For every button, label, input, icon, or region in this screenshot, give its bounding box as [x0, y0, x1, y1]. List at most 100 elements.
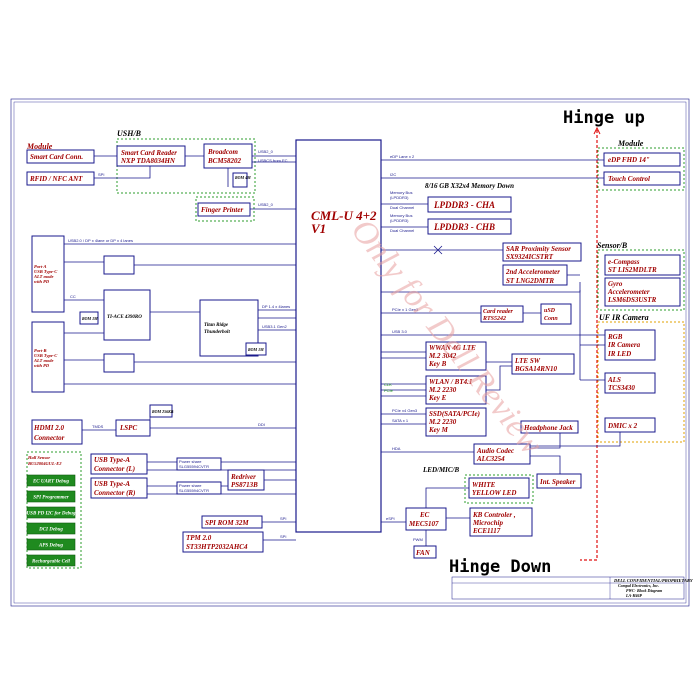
audio-codec: Audio Codec [476, 447, 514, 455]
svg-text:CLK: CLK [384, 382, 392, 387]
int-speaker: Int. Speaker [539, 478, 576, 486]
svg-text:(LPDDR3): (LPDDR3) [390, 218, 409, 223]
ssd-m2: SSD(SATA/PCIe) [429, 410, 480, 418]
debug-button-label: EC UART Debug [32, 480, 70, 485]
smart-card-conn: Smart Card Conn. [30, 153, 83, 161]
svg-text:M.2 2230: M.2 2230 [428, 386, 457, 394]
rgb-ir-camera: RGB [607, 333, 623, 341]
svg-text:Key B: Key B [428, 360, 447, 368]
svg-text:eDP Lane x 2: eDP Lane x 2 [390, 154, 415, 159]
svg-text:USB Type-C: USB Type-C [34, 269, 58, 274]
svg-text:PCIe: PCIe [384, 388, 394, 393]
usb-type-a-left: USB Type-A [94, 456, 130, 464]
group-module-left: Module [26, 142, 53, 151]
debug-button [26, 522, 76, 535]
type-c-port-a: Port-A [34, 264, 47, 269]
debug-button [26, 474, 76, 487]
svg-text:Dual Channel: Dual Channel [390, 205, 414, 210]
svg-text:eSPI: eSPI [386, 516, 395, 521]
smart-card-reader: Smart Card Reader [121, 149, 177, 157]
svg-text:LSM6DS3USTR: LSM6DS3USTR [607, 296, 657, 304]
svg-text:PS8713B: PS8713B [231, 481, 258, 489]
finger-printer: Finger Printer [201, 206, 243, 214]
broadcom-block: Broadcom [207, 148, 239, 156]
als-sensor: ALS [607, 376, 621, 384]
svg-text:Key M: Key M [428, 426, 449, 434]
svg-text:SPI: SPI [280, 516, 286, 521]
svg-text:TCS3430: TCS3430 [608, 384, 635, 392]
svg-text:USB2_0: USB2_0 [258, 149, 274, 154]
svg-text:IR LED: IR LED [607, 350, 631, 358]
svg-text:SX9324ICSTRT: SX9324ICSTRT [506, 253, 554, 261]
svg-text:DP 1.4 x 4lanes: DP 1.4 x 4lanes [262, 304, 290, 309]
svg-text:PCIe x4 Gen3: PCIe x4 Gen3 [392, 408, 418, 413]
edp-fhd-block: eDP FHD 14" [608, 156, 650, 164]
ti-ace-pd: TI-ACE 4390RO [107, 315, 142, 320]
svg-text:Microchip: Microchip [472, 519, 503, 527]
tpm: TPM 2.0 [186, 534, 212, 542]
lte-switch: LTE SW [514, 357, 541, 365]
svg-text:SATA x 1: SATA x 1 [392, 418, 409, 423]
svg-text:SLG55594CVTR: SLG55594CVTR [179, 464, 209, 469]
spi-rom: SPI ROM 32M [205, 519, 249, 527]
outer-frame [10, 98, 690, 607]
svg-text:PCIe x 1 Gen3: PCIe x 1 Gen3 [392, 307, 419, 312]
group-memory: 8/16 GB X32x4 Memory Down [425, 182, 514, 190]
hinge-down-title: Hinge Down [449, 557, 551, 577]
svg-text:Connector (R): Connector (R) [94, 489, 135, 497]
cpu-block [295, 139, 382, 533]
hinge-arrow-icon [593, 126, 601, 135]
svg-text:USBCS from EC: USBCS from EC [258, 158, 288, 163]
svg-text:(LPDDR3): (LPDDR3) [390, 195, 409, 200]
svg-text:ECE1117: ECE1117 [472, 527, 501, 535]
lspc: LSPC [119, 424, 137, 432]
type-c-port-b: Port-B [34, 348, 47, 353]
debug-button [26, 554, 76, 567]
hinge-up-title: Hinge up [563, 108, 645, 128]
svg-text:ST LNG2DMTR: ST LNG2DMTR [506, 277, 554, 285]
svg-text:YELLOW LED: YELLOW LED [472, 489, 516, 497]
title-block [451, 576, 685, 600]
group-sensor: Sensor/B [597, 241, 628, 250]
svg-text:ST33HTP2032AHC4: ST33HTP2032AHC4 [186, 543, 248, 551]
ec-chip: EC [419, 511, 430, 519]
svg-text:USB Type-C: USB Type-C [34, 353, 58, 358]
accelerometer-2nd: 2nd Accelerometer [505, 268, 560, 276]
rfid-nfc-ant: RFID / NFC ANT [29, 175, 83, 183]
svg-text:RTS5242: RTS5242 [482, 316, 506, 322]
sar-sensor: SAR Proximity Sensor [506, 245, 571, 253]
svg-text:DDI: DDI [258, 422, 265, 427]
debug-button-label: DCI Debug [38, 528, 63, 533]
svg-text:Accelerometer: Accelerometer [607, 288, 650, 296]
doc-title: PWC- Block Diagram [626, 588, 662, 593]
svg-text:BU52004GUL-E2: BU52004GUL-E2 [27, 461, 62, 466]
lpddr3-chb: LPDDR3 - CHB [433, 222, 495, 232]
wlan-bt: WLAN / BT4.1 [429, 378, 472, 386]
group-module-right: Module [617, 139, 644, 148]
touch-control-block: Touch Control [608, 175, 650, 183]
hdmi-connector: HDMI 2.0 [33, 424, 64, 432]
cpu-label-2: V1 [311, 221, 326, 236]
svg-text:Connector: Connector [34, 434, 65, 442]
svg-text:CC: CC [70, 294, 76, 299]
dmic-x2: DMIC x 2 [607, 422, 638, 430]
inner-frame [13, 101, 687, 604]
svg-text:M.2 3042: M.2 3042 [428, 352, 457, 360]
svg-text:PWM: PWM [413, 537, 423, 542]
group-ush: USH/B [117, 129, 142, 138]
svg-text:NXP TDA8034HN: NXP TDA8034HN [120, 157, 176, 165]
gyro-accelerometer: Gyro [608, 280, 623, 288]
hinge-line [580, 130, 598, 561]
svg-text:Connector (L): Connector (L) [94, 465, 135, 473]
svg-text:HDA: HDA [392, 446, 401, 451]
debug-button-label: APS Debug [38, 544, 64, 549]
redriver: Redriver [230, 473, 256, 481]
svg-text:SPI: SPI [280, 534, 286, 539]
debug-button [26, 490, 76, 503]
svg-text:with PD: with PD [34, 279, 50, 284]
svg-text:IR Camera: IR Camera [607, 341, 641, 349]
usd-conn: uSD [544, 308, 556, 314]
svg-text:I2C: I2C [390, 172, 396, 177]
